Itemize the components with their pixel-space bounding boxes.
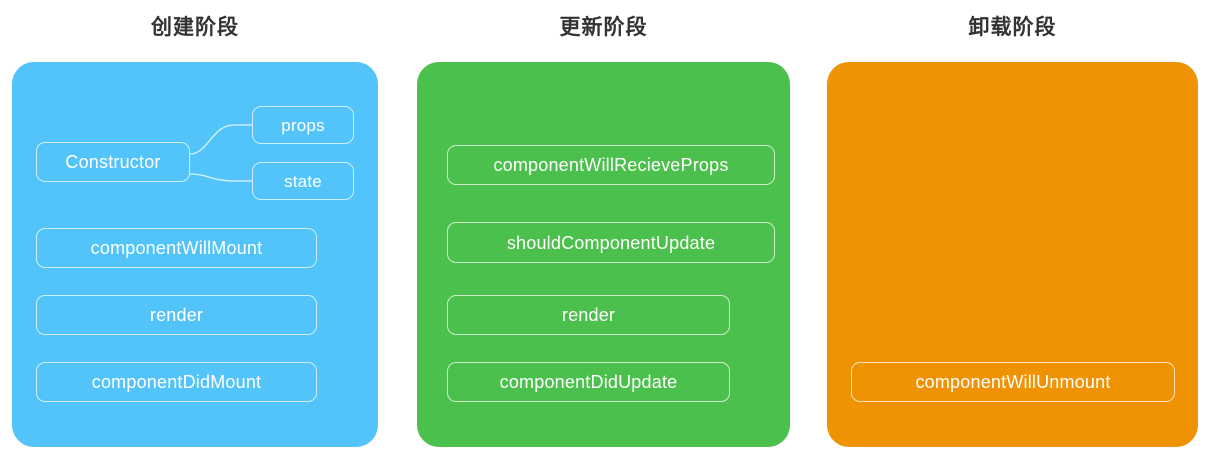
lifecycle-box-render-update[interactable]: render	[447, 295, 730, 335]
lifecycle-box-render-create[interactable]: render	[36, 295, 317, 335]
lifecycle-box-should-component-update[interactable]: shouldComponentUpdate	[447, 222, 775, 263]
phase-title-create: 创建阶段	[151, 16, 239, 39]
lifecycle-box-component-did-mount[interactable]: componentDidMount	[36, 362, 317, 402]
lifecycle-box-component-will-recieve-props[interactable]: componentWillRecieveProps	[447, 145, 775, 185]
lifecycle-box-state[interactable]: state	[252, 162, 354, 200]
lifecycle-box-constructor[interactable]: Constructor	[36, 142, 190, 182]
phase-title-unmount: 卸载阶段	[968, 16, 1057, 39]
lifecycle-box-component-will-mount[interactable]: componentWillMount	[36, 228, 317, 268]
lifecycle-box-component-will-unmount[interactable]: componentWillUnmount	[851, 362, 1175, 402]
panel-create-phase: Constructor props state componentWillMou…	[12, 62, 378, 447]
lifecycle-box-component-did-update[interactable]: componentDidUpdate	[447, 362, 730, 402]
lifecycle-box-props[interactable]: props	[252, 106, 354, 144]
panel-update-phase: componentWillRecieveProps shouldComponen…	[417, 62, 790, 447]
phase-title-update: 更新阶段	[559, 16, 648, 39]
panel-unmount-phase: componentWillUnmount	[827, 62, 1198, 447]
